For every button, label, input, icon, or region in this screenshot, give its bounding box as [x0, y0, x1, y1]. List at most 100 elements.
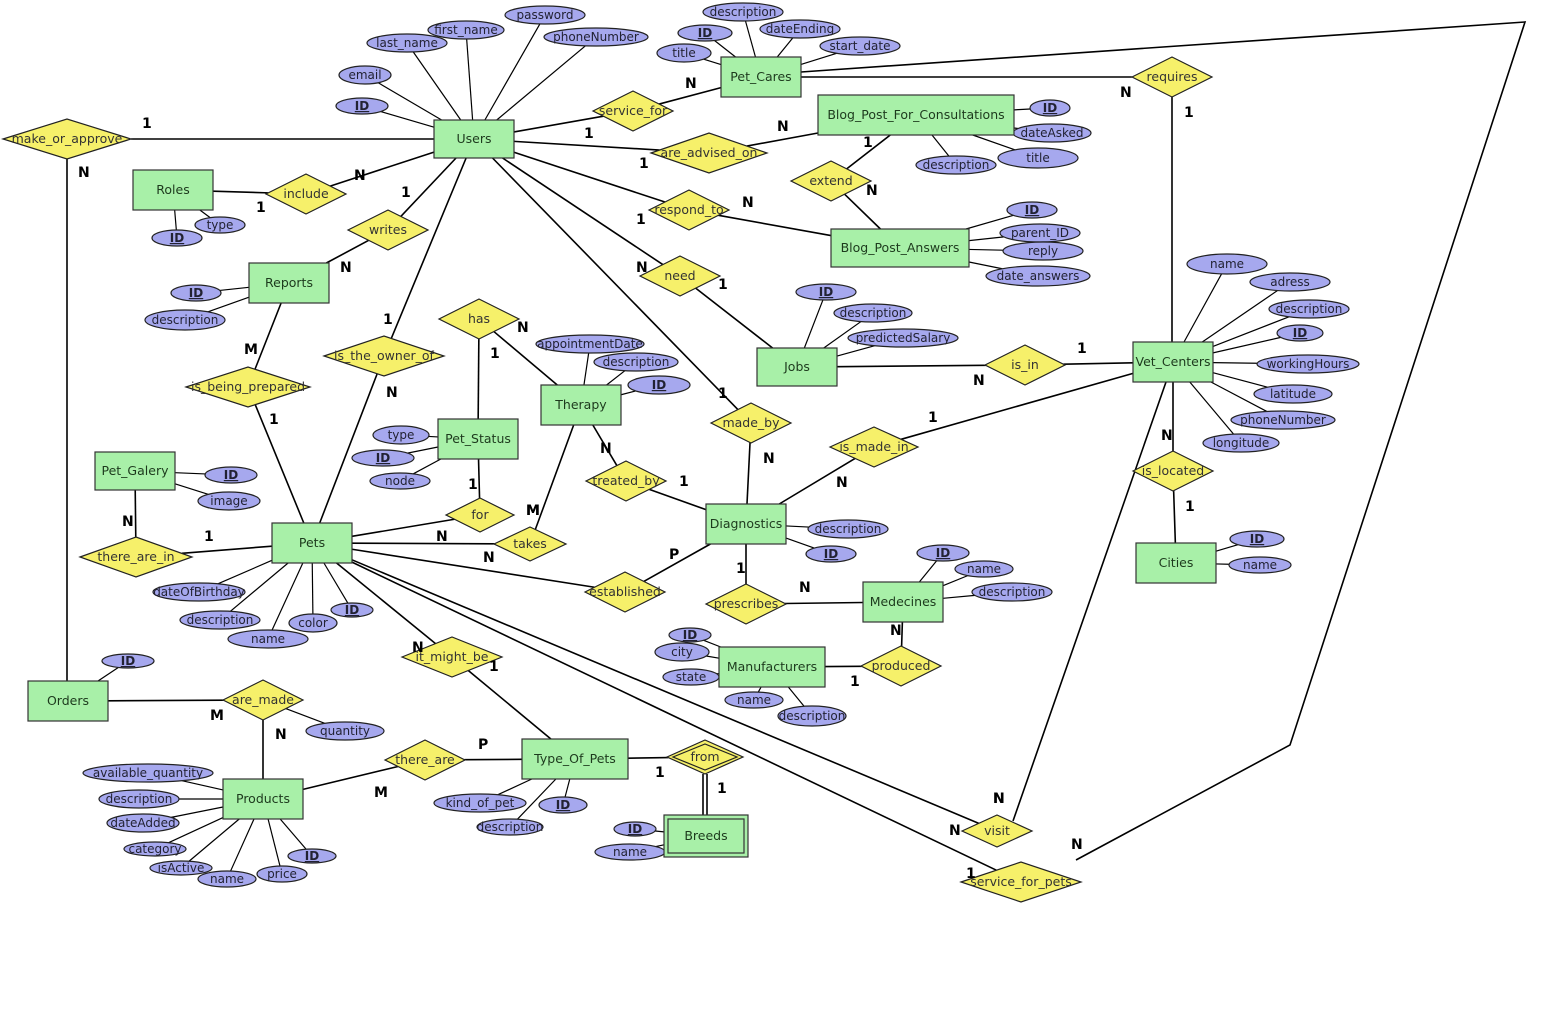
relationship-established[interactable]: established: [583, 571, 667, 613]
attribute-u_password[interactable]: password: [504, 5, 586, 25]
attribute-m_name[interactable]: name: [954, 560, 1014, 578]
entity-cities[interactable]: Cities: [1135, 542, 1217, 584]
entity-orders[interactable]: Orders: [27, 680, 109, 722]
entity-pet_status[interactable]: Pet_Status: [437, 418, 519, 460]
attribute-ba_id[interactable]: ID: [1006, 201, 1058, 219]
attribute-r_id[interactable]: ID: [151, 229, 203, 247]
attribute-am_qty[interactable]: quantity: [305, 721, 385, 741]
attribute-r_type[interactable]: type: [194, 216, 246, 234]
attribute-p_dob[interactable]: dateOfBirthday: [152, 582, 246, 602]
entity-therapy[interactable]: Therapy: [540, 384, 622, 426]
attribute-u_first[interactable]: first_name: [427, 20, 505, 40]
attribute-ba_date[interactable]: date_answers: [985, 265, 1091, 287]
relationship-there_are[interactable]: there_are: [383, 739, 467, 781]
attribute-d_id[interactable]: ID: [805, 545, 857, 563]
attribute-b_id[interactable]: ID: [613, 821, 657, 837]
relationship-is_being_prepared[interactable]: is_being_prepared: [184, 366, 312, 408]
attribute-p_id[interactable]: ID: [330, 602, 374, 618]
attribute-b_name[interactable]: name: [594, 843, 666, 861]
relationship-it_might_be[interactable]: it_might_be: [400, 636, 504, 678]
attribute-mf_name[interactable]: name: [724, 691, 784, 709]
relationship-is_the_owner_of[interactable]: is_the_owner_of: [322, 335, 446, 377]
attribute-tp_desc[interactable]: description: [476, 818, 544, 836]
relationship-visit[interactable]: visit: [960, 814, 1034, 848]
attribute-pg_image[interactable]: image: [197, 491, 261, 511]
attribute-vc_adress[interactable]: adress: [1249, 272, 1331, 292]
attribute-vc_hours[interactable]: workingHours: [1256, 354, 1360, 374]
relationship-make_or_approve[interactable]: make_or_approve: [0, 118, 134, 160]
relationship-respond_to[interactable]: respond_to: [647, 189, 731, 231]
attribute-m_desc[interactable]: description: [971, 582, 1053, 602]
relationship-treated_by[interactable]: treated_by: [584, 460, 668, 502]
relationship-are_advised_on[interactable]: are_advised_on: [649, 132, 769, 174]
attribute-vc_name[interactable]: name: [1186, 253, 1268, 275]
attribute-d_desc[interactable]: description: [807, 519, 889, 539]
attribute-ps_type[interactable]: type: [372, 425, 430, 445]
relationship-requires[interactable]: requires: [1130, 56, 1214, 98]
attribute-u_email[interactable]: email: [338, 65, 392, 85]
attribute-bc_desc[interactable]: description: [915, 155, 997, 175]
attribute-pg_id[interactable]: ID: [204, 466, 258, 484]
attribute-bc_title[interactable]: title: [997, 147, 1079, 169]
attribute-j_sal[interactable]: predictedSalary: [847, 328, 959, 348]
relationship-are_made[interactable]: are_made: [221, 679, 305, 721]
attribute-t_date[interactable]: appointmentDate: [535, 334, 645, 354]
entity-pet_galery[interactable]: Pet_Galery: [94, 451, 176, 491]
attribute-mf_id[interactable]: ID: [668, 627, 712, 643]
attribute-p_name[interactable]: name: [227, 629, 309, 649]
attribute-pr_price[interactable]: price: [256, 865, 308, 883]
attribute-ba_reply[interactable]: reply: [1002, 241, 1084, 261]
attribute-o_id[interactable]: ID: [101, 653, 155, 669]
attribute-u_id[interactable]: ID: [335, 97, 389, 115]
attribute-pc_title[interactable]: title: [656, 43, 712, 63]
attribute-ps_id[interactable]: ID: [351, 449, 415, 467]
relationship-is_in[interactable]: is_in: [983, 344, 1067, 386]
attribute-u_phone[interactable]: phoneNumber: [543, 27, 649, 47]
attribute-pc_id[interactable]: ID: [677, 24, 733, 42]
relationship-writes[interactable]: writes: [346, 209, 430, 251]
relationship-from[interactable]: from: [665, 739, 745, 775]
relationship-produced[interactable]: produced: [859, 645, 943, 687]
relationship-there_are_in[interactable]: there_are_in: [78, 536, 194, 578]
relationship-is_made_in[interactable]: is_made_in: [828, 426, 920, 468]
entity-roles[interactable]: Roles: [132, 169, 214, 211]
attribute-pr_cat[interactable]: category: [123, 841, 187, 857]
entity-medecines[interactable]: Medecines: [862, 581, 944, 623]
attribute-pr_name[interactable]: name: [197, 870, 257, 888]
attribute-pc_end[interactable]: dateEnding: [759, 19, 841, 39]
attribute-pr_id[interactable]: ID: [287, 848, 337, 864]
attribute-vc_desc[interactable]: description: [1268, 299, 1350, 319]
relationship-is_located[interactable]: is_located: [1131, 450, 1215, 492]
attribute-pr_active[interactable]: isActive: [149, 860, 213, 876]
entity-type_of_pets[interactable]: Type_Of_Pets: [521, 738, 629, 780]
relationship-need[interactable]: need: [638, 255, 722, 297]
attribute-c_id[interactable]: ID: [1229, 530, 1285, 548]
relationship-prescribes[interactable]: prescribes: [704, 583, 788, 625]
attribute-pr_avail[interactable]: available_quantity: [82, 763, 214, 783]
attribute-c_name[interactable]: name: [1228, 556, 1292, 574]
entity-blog_ans[interactable]: Blog_Post_Answers: [830, 228, 970, 268]
entity-diagnostics[interactable]: Diagnostics: [705, 503, 787, 545]
attribute-mf_state[interactable]: state: [662, 668, 720, 686]
attribute-vc_phone[interactable]: phoneNumber: [1230, 410, 1336, 430]
attribute-vc_id[interactable]: ID: [1276, 324, 1324, 342]
entity-blog_cons[interactable]: Blog_Post_For_Consultations: [817, 94, 1015, 136]
relationship-made_by[interactable]: made_by: [709, 402, 793, 444]
attribute-p_color[interactable]: color: [288, 613, 338, 633]
entity-breeds[interactable]: Breeds: [663, 814, 749, 858]
entity-pets[interactable]: Pets: [271, 522, 353, 564]
attribute-rep_desc[interactable]: description: [144, 309, 226, 331]
attribute-bc_id[interactable]: ID: [1029, 99, 1071, 117]
attribute-m_id[interactable]: ID: [916, 544, 970, 562]
attribute-u_last[interactable]: last_name: [366, 33, 448, 53]
relationship-service_for_pets[interactable]: service_for_pets: [959, 861, 1083, 903]
entity-jobs[interactable]: Jobs: [756, 347, 838, 387]
attribute-rep_id[interactable]: ID: [170, 284, 222, 302]
attribute-vc_lat[interactable]: latitude: [1253, 384, 1333, 404]
entity-users[interactable]: Users: [433, 119, 515, 159]
relationship-service_for[interactable]: service_for: [591, 90, 675, 132]
attribute-t_desc[interactable]: description: [593, 352, 679, 372]
attribute-bc_date[interactable]: dateAsked: [1012, 123, 1092, 143]
attribute-pc_desc[interactable]: description: [702, 2, 784, 22]
attribute-pr_date[interactable]: dateAdded: [106, 813, 180, 833]
